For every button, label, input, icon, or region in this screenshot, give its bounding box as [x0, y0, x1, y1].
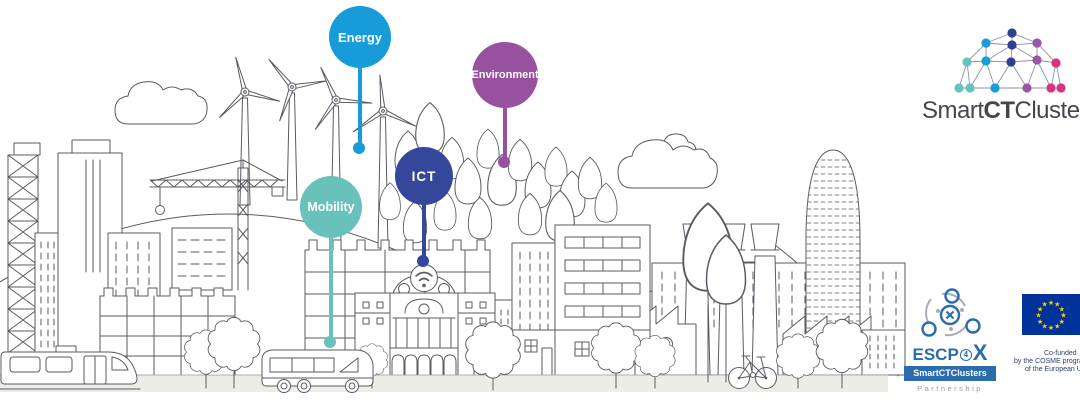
svg-text:★: ★: [1054, 322, 1060, 330]
escp-acronym: ESCP: [912, 345, 959, 364]
escp-number-badge: 4: [959, 349, 972, 361]
energy-connector-dot: [353, 142, 365, 154]
eu-flag-icon[interactable]: ★★★ ★★★ ★★★ ★★★: [1022, 294, 1080, 335]
badge-ict-label: ICT: [411, 168, 437, 184]
smartctclusters-wordmark[interactable]: SmartCTClusters: [922, 97, 1080, 125]
wordmark-smart: Smart: [922, 97, 984, 124]
mobility-connector-dot: [324, 336, 336, 348]
bus: [261, 349, 374, 393]
badge-mobility-label: Mobility: [307, 200, 355, 214]
cloud-left: [114, 81, 208, 125]
escp-subtitle: Partnership: [917, 384, 983, 393]
eu-funding-line1: Co-funded: [1044, 350, 1077, 357]
badge-energy[interactable]: Energy: [329, 6, 391, 68]
energy-connector-line: [358, 60, 362, 148]
cloud-right: [617, 133, 718, 189]
eu-funding-line2: by the COSME programme: [1014, 358, 1080, 365]
badge-environment[interactable]: Environment: [471, 42, 539, 108]
svg-text:★: ★: [1048, 324, 1054, 332]
badge-energy-label: Energy: [337, 29, 383, 45]
eu-funding-line3: of the European Union: [1025, 366, 1080, 373]
svg-text:★: ★: [1060, 312, 1066, 320]
ict-connector-line: [422, 198, 426, 261]
badge-ict[interactable]: ICT: [395, 147, 453, 205]
svg-text:★: ★: [1054, 301, 1060, 309]
environment-connector-dot: [498, 156, 510, 168]
svg-text:★: ★: [1035, 312, 1041, 320]
svg-text:★: ★: [1037, 318, 1043, 326]
escp4x-icon: [921, 288, 981, 337]
badge-mobility[interactable]: Mobility: [300, 176, 362, 238]
escp-x: X: [972, 340, 988, 365]
svg-text:★: ★: [1037, 305, 1043, 313]
environment-connector-line: [503, 100, 507, 162]
mobility-connector-line: [329, 230, 333, 342]
svg-text:★: ★: [1042, 301, 1048, 309]
wordmark-clusters: Clusters: [1014, 97, 1080, 124]
svg-text:★: ★: [1059, 305, 1065, 313]
svg-text:★: ★: [1048, 299, 1054, 307]
svg-text:★: ★: [1059, 318, 1065, 326]
badge-environment-label: Environment: [471, 69, 539, 81]
svg-text:★: ★: [1042, 322, 1048, 330]
construction-crane: [149, 159, 286, 291]
tram: [0, 345, 141, 390]
wordmark-ct: CT: [983, 97, 1016, 124]
ict-connector-dot: [417, 255, 429, 267]
smartctclusters-dome-icon[interactable]: [950, 22, 1070, 96]
escp-banner: SmartCTClusters: [904, 366, 996, 381]
bicycle: [728, 355, 777, 389]
